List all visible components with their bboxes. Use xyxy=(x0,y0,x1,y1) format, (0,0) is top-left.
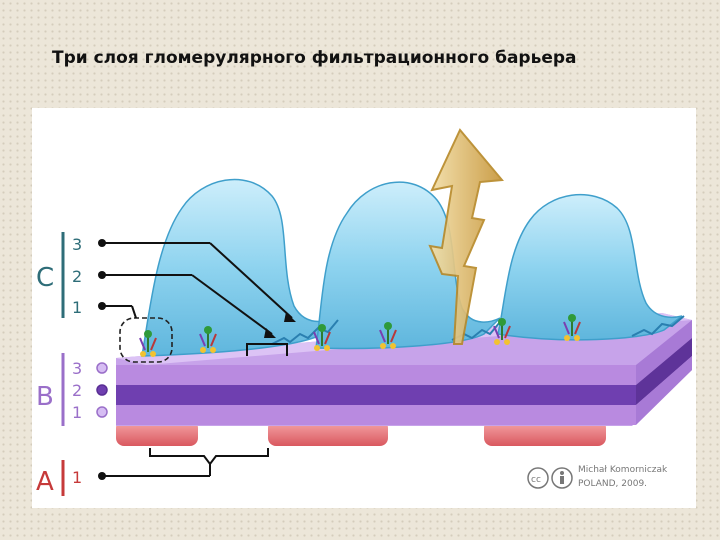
surface-molecules xyxy=(119,314,581,363)
podocyte-cell xyxy=(141,178,341,357)
slit-diaphragm xyxy=(271,319,339,345)
filtration-arrow xyxy=(428,128,504,345)
podocyte-cell xyxy=(497,194,683,341)
credit-location: POLAND, 2009. xyxy=(578,479,647,489)
credit: cc Michał Komorniczak POLAND, 2009. xyxy=(527,465,668,489)
layer-c-number: 1 xyxy=(72,298,82,317)
glycocalyx-highlight xyxy=(119,317,173,363)
layer-b-dot xyxy=(96,406,108,418)
layer-b-number: 3 xyxy=(72,359,82,378)
layer-c-number: 3 xyxy=(72,235,82,254)
layer-a-letter: A xyxy=(36,467,54,497)
filtration-barrier-diagram: C 3 2 1 B 3 2 1 A 1 cc Michał Komornicza… xyxy=(32,108,696,508)
layer-b-dot xyxy=(96,362,108,374)
layer-c-letter: C xyxy=(36,263,54,293)
layer-markers: C 3 2 1 B 3 2 1 A 1 xyxy=(36,232,108,497)
layer-b-letter: B xyxy=(36,382,54,412)
diagram-canvas: C 3 2 1 B 3 2 1 A 1 cc Michał Komornicza… xyxy=(36,128,692,497)
endothelium-cells xyxy=(116,420,606,446)
layer-b-number: 2 xyxy=(72,381,82,400)
slide-title: Три слоя гломерулярного фильтрационного … xyxy=(52,48,577,68)
svg-text:cc: cc xyxy=(531,475,541,485)
layer-b-dot xyxy=(96,384,108,396)
cc-license-icon xyxy=(527,467,549,489)
podocytes xyxy=(141,178,685,357)
layer-a-number: 1 xyxy=(72,468,82,487)
basement-membrane xyxy=(116,313,692,426)
pointer-dots xyxy=(98,239,106,480)
endothelial-cell xyxy=(116,420,198,446)
layer-b-number: 1 xyxy=(72,403,82,422)
attribution-icon xyxy=(551,467,573,489)
layer-c-number: 2 xyxy=(72,267,82,286)
slit-diaphragm xyxy=(631,315,685,337)
pointer-lines xyxy=(102,242,296,477)
endothelial-cell xyxy=(484,420,606,446)
credit-author: Michał Komorniczak xyxy=(578,465,668,475)
endothelial-cell xyxy=(268,420,388,446)
